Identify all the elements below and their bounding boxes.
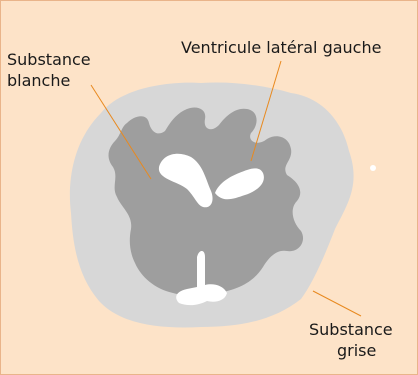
label-ventricle: Ventricule latéral gauche <box>181 37 381 58</box>
label-grey-matter: Substance grise <box>309 319 393 361</box>
leader-line-grey <box>313 291 361 316</box>
label-white-matter: Substance blanche <box>7 49 91 91</box>
small-dot <box>370 165 376 171</box>
